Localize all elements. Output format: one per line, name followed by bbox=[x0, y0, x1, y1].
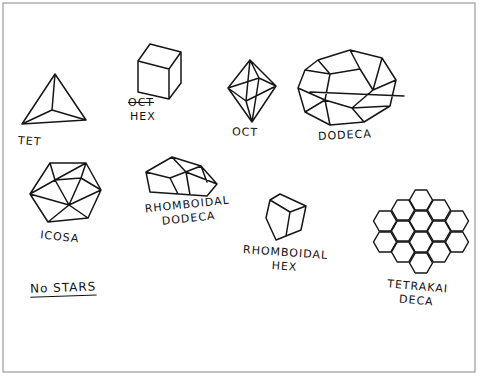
tetrakaidecahedron bbox=[374, 190, 469, 273]
shape-label: OCT bbox=[232, 125, 282, 141]
rhombohedron bbox=[266, 194, 306, 240]
shape-label: TET bbox=[18, 134, 79, 152]
icosahedron bbox=[30, 163, 101, 222]
shape-label: DODECA bbox=[318, 126, 399, 144]
sheet-border bbox=[3, 3, 475, 372]
shape-label: TETRAKAI DECA bbox=[371, 276, 463, 312]
shape-label: RHOMBOIDAL DODECA bbox=[137, 193, 239, 231]
rhombic-dodecahedron bbox=[146, 157, 217, 196]
shape-label: RHOMBOIDAL HEX bbox=[239, 243, 331, 277]
tetrahedron bbox=[22, 74, 86, 124]
dodecahedron bbox=[298, 50, 404, 125]
shape-label: HEX bbox=[130, 110, 180, 124]
hexagon-face bbox=[446, 211, 469, 231]
octahedron bbox=[228, 60, 276, 122]
hexagon-face bbox=[446, 232, 469, 252]
shape-label: ICOSA bbox=[39, 228, 110, 249]
cube bbox=[138, 44, 181, 99]
note-label: No STARS bbox=[30, 278, 130, 295]
struck-label: OCT bbox=[128, 96, 178, 110]
